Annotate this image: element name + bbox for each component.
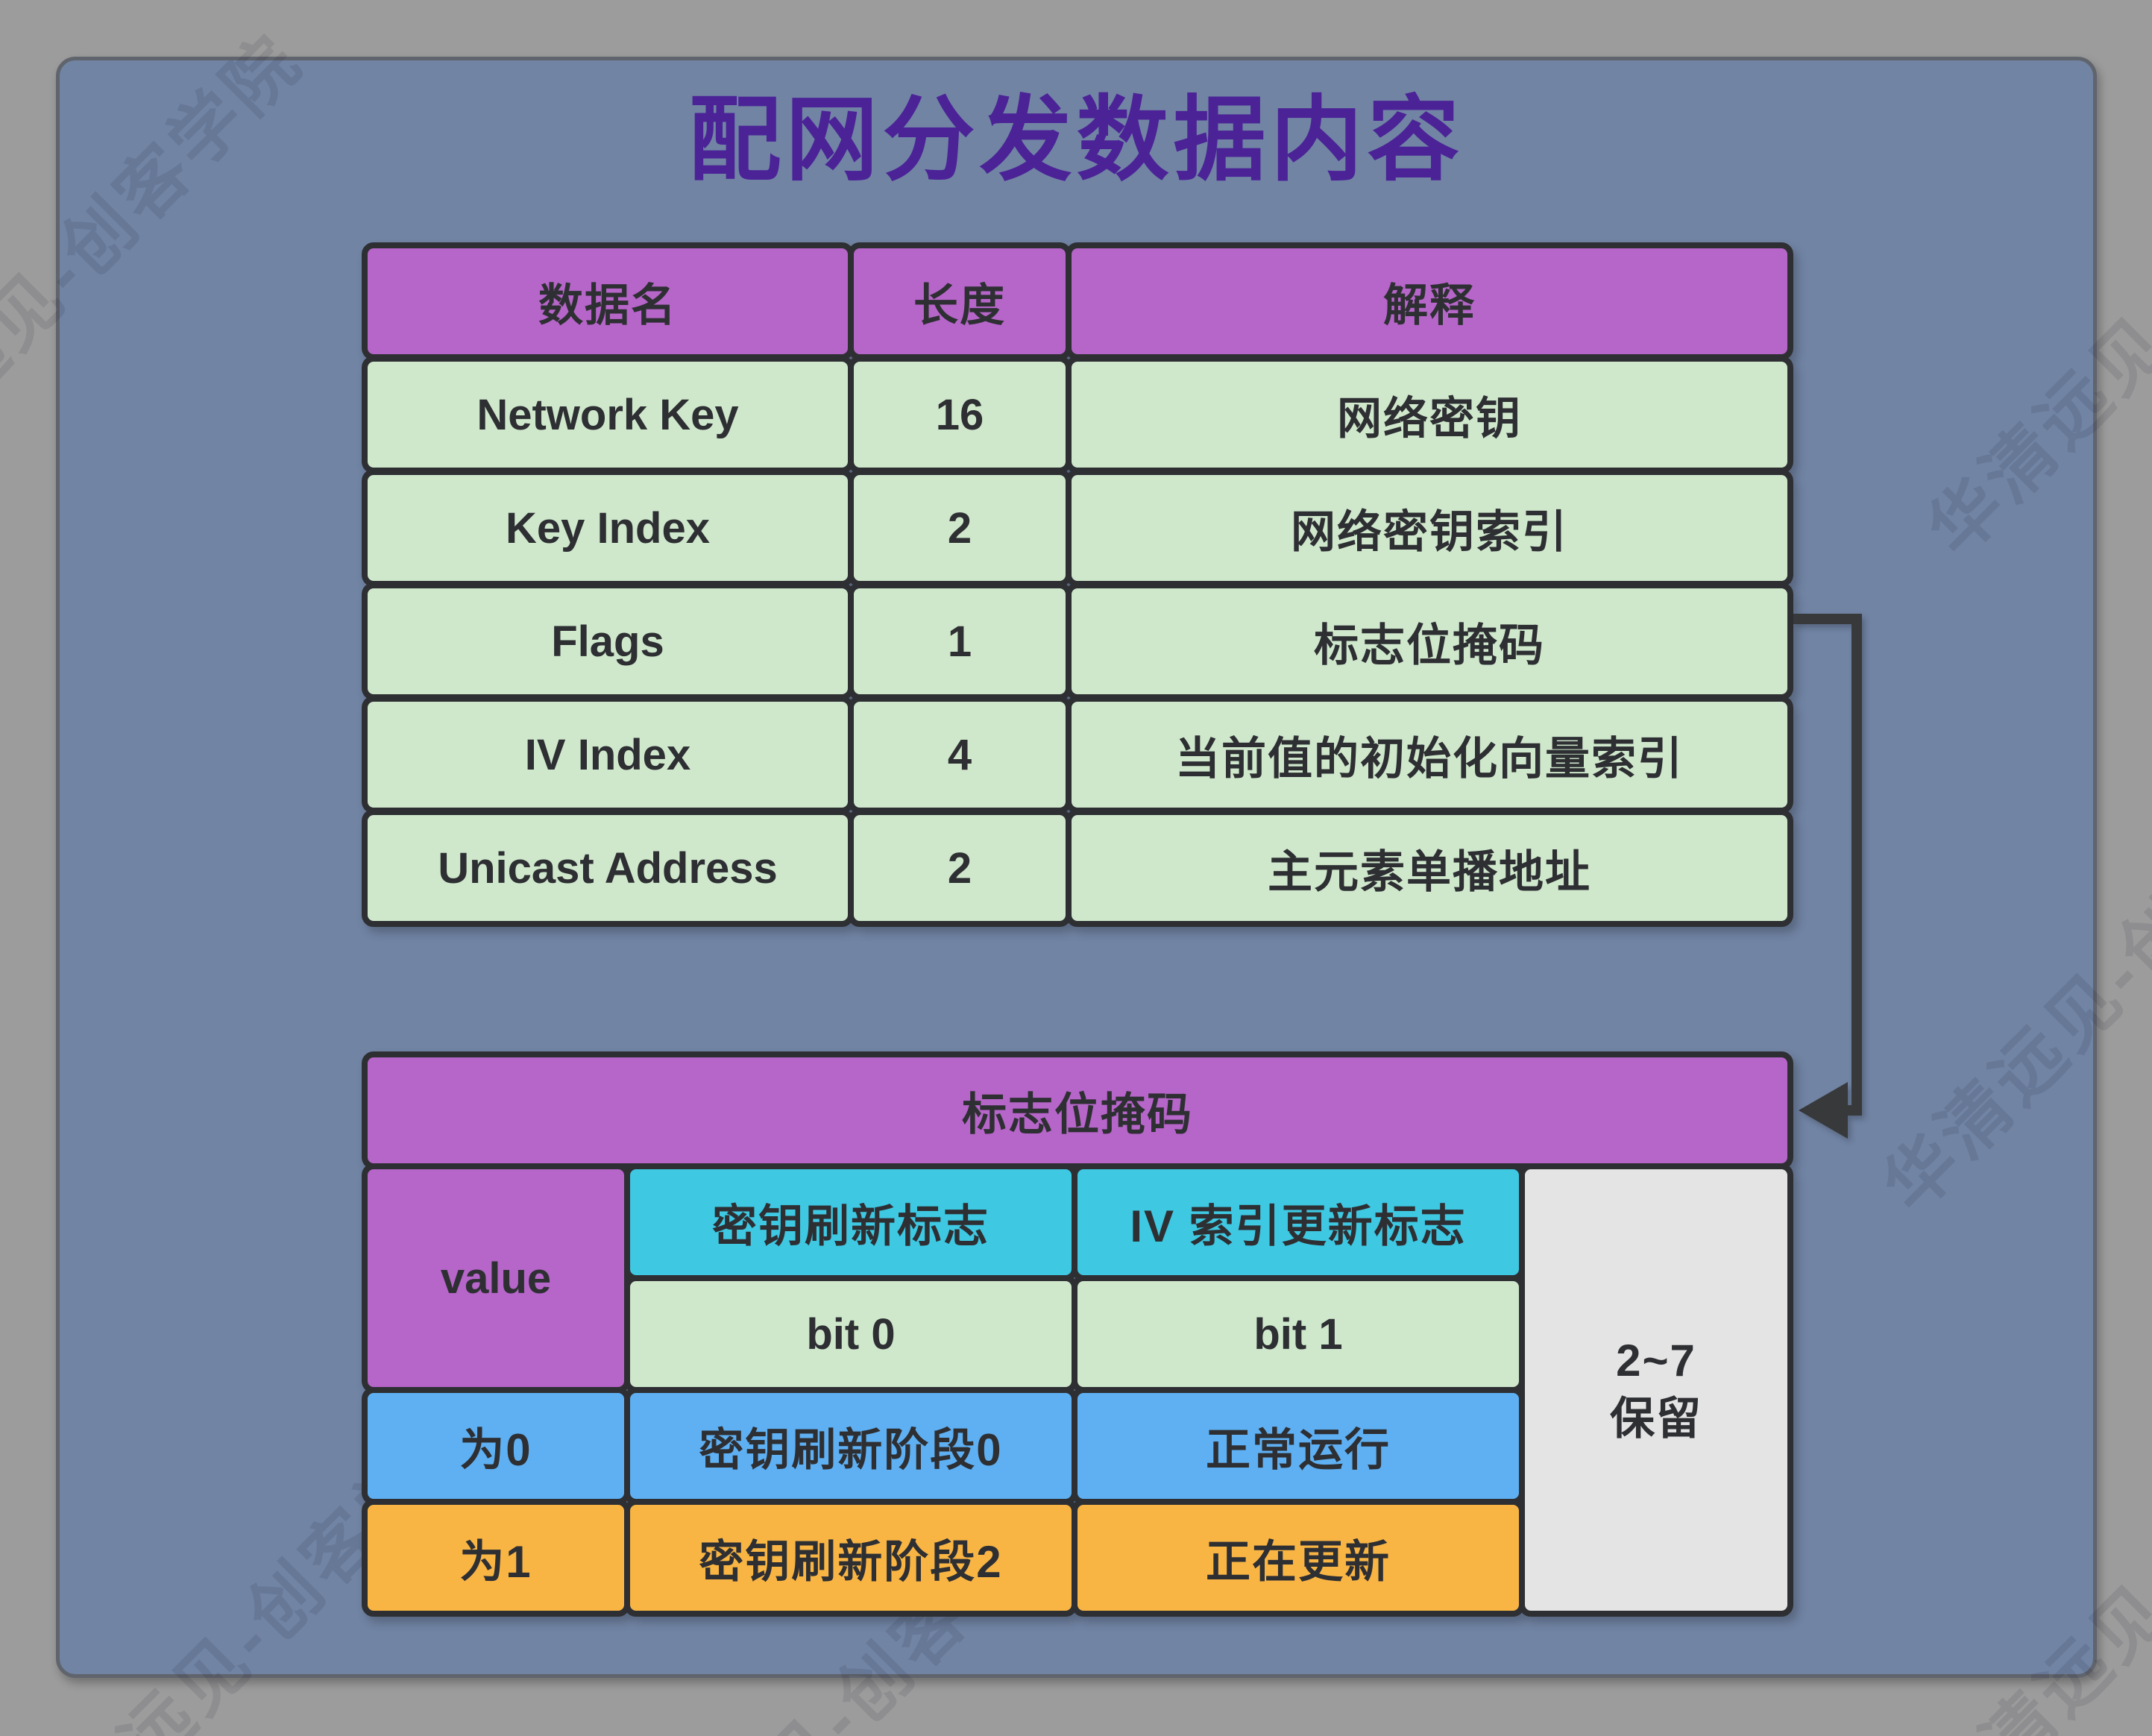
t1-row1-desc: 网络密钥索引 [1066, 469, 1793, 587]
t1-row1-name: Key Index [362, 469, 854, 587]
t1-header-desc: 解释 [1066, 242, 1793, 360]
page-title: 配网分发数据内容 [688, 88, 1464, 192]
reserved-text-label: 保留 [1610, 1394, 1702, 1444]
t2-row0-value: 为0 [362, 1387, 630, 1505]
t2-row0-iv-update: 正常运行 [1072, 1387, 1525, 1505]
t2-key-refresh-flag-header: 密钥刷新标志 [624, 1163, 1077, 1281]
t1-row0-length: 16 [848, 356, 1072, 474]
t1-row3-desc: 当前值的初始化向量索引 [1066, 696, 1793, 814]
t2-title-header: 标志位掩码 [362, 1051, 1793, 1169]
t1-row1-length: 2 [848, 469, 1072, 587]
t2-value-cell: value [362, 1163, 630, 1393]
t1-row4-length: 2 [848, 809, 1072, 927]
t1-row0-name: Network Key [362, 356, 854, 474]
reserved-range-label: 2~7 [1616, 1336, 1696, 1386]
t2-iv-update-flag-header: IV 索引更新标志 [1072, 1163, 1525, 1281]
t2-bit0-cell: bit 0 [624, 1275, 1077, 1393]
t1-row4-name: Unicast Address [362, 809, 854, 927]
t2-reserved-cell: 2~7 保留 [1519, 1163, 1793, 1617]
reserved-label-group: 2~7 保留 [1610, 1332, 1702, 1448]
t2-row1-value: 为1 [362, 1499, 630, 1617]
t2-row1-key-refresh: 密钥刷新阶段2 [624, 1499, 1077, 1617]
t2-bit1-cell: bit 1 [1072, 1275, 1525, 1393]
t2-row0-key-refresh: 密钥刷新阶段0 [624, 1387, 1077, 1505]
t2-row1-iv-update: 正在更新 [1072, 1499, 1525, 1617]
t1-row0-desc: 网络密钥 [1066, 356, 1793, 474]
t1-row4-desc: 主元素单播地址 [1066, 809, 1793, 927]
